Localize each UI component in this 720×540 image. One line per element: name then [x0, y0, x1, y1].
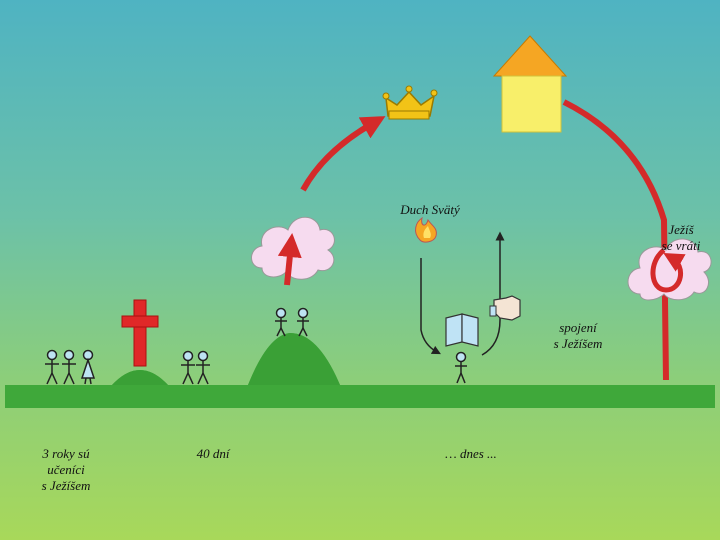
stick-figure-icon — [455, 351, 467, 384]
hand-icon — [489, 295, 521, 321]
ground — [5, 333, 715, 408]
large-hill — [248, 333, 340, 385]
book-icon — [445, 313, 479, 347]
label-return: Ježíš se vráti — [661, 222, 701, 253]
return-arc — [562, 99, 669, 381]
stick-figure-icon — [80, 349, 96, 385]
flame-icon — [415, 216, 437, 243]
stick-figure-icon — [181, 350, 195, 385]
return-hook-arrow — [650, 248, 686, 293]
connection-up-arrow — [481, 231, 505, 356]
label-forty-days: 40 dní — [196, 446, 230, 461]
stick-figure-icon — [62, 349, 76, 385]
label-three-years: 3 roky sú učeníci s Ježíšem — [41, 446, 91, 493]
label-today: … dnes ... — [445, 446, 497, 461]
crown-icon — [382, 85, 438, 120]
stick-figure-icon — [275, 307, 287, 337]
small-hill — [112, 370, 168, 385]
ascension-arc-arrow — [300, 116, 386, 192]
spirit-down-arrow — [420, 258, 441, 355]
disciples-group — [45, 307, 467, 385]
ascension-arrow — [277, 233, 302, 286]
label-connection: spojení s Ježíšem — [553, 320, 603, 351]
stick-figure-icon — [45, 349, 59, 385]
cross-icon — [121, 299, 159, 367]
label-holy-spirit: Duch Svätý — [400, 202, 460, 217]
stick-figure-icon — [196, 350, 210, 385]
house-icon — [492, 35, 568, 133]
stick-figure-icon — [297, 307, 309, 337]
